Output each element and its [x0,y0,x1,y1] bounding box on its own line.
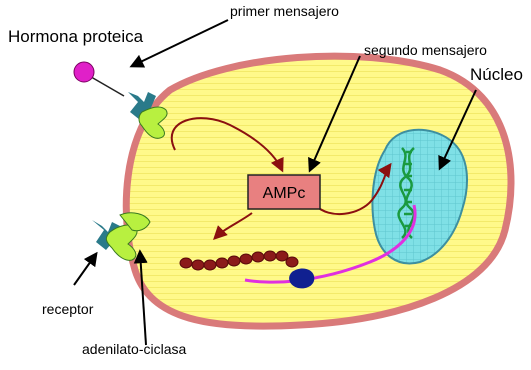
ribosome [289,269,314,289]
hormone-molecule [74,62,124,96]
first-messenger-label: primer mensajero [230,3,339,19]
ampc-box: AMPc [248,175,320,209]
nucleus-label: Núcleo [470,65,523,84]
second-messenger-label: segundo mensajero [364,42,487,58]
adenylate-cyclase-label: adenilato-ciclasa [82,341,186,357]
hormone-label: Hormona proteica [8,27,144,46]
ampc-label: AMPc [263,185,306,202]
receptor-label: receptor [42,301,94,317]
